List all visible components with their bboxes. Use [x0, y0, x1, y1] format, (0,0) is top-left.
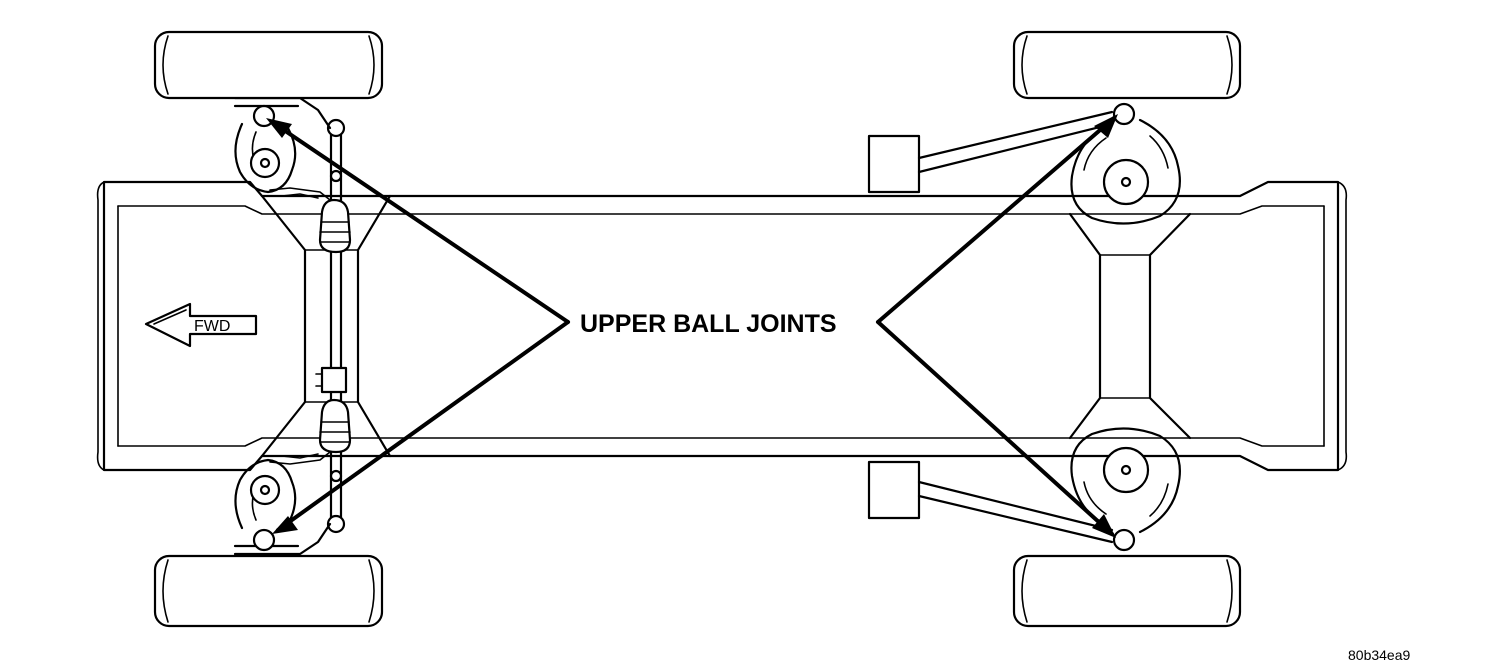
callout-pointers — [266, 114, 1118, 538]
tire-rear-right — [1012, 554, 1242, 628]
figure-reference: 80b34ea9 — [1348, 647, 1411, 663]
arrowhead-rear-top — [1094, 114, 1118, 138]
tire-front-right — [153, 554, 384, 628]
upper-ball-joints-label: UPPER BALL JOINTS — [580, 310, 837, 338]
fwd-label: FWD — [194, 318, 230, 335]
tire-front-left — [153, 30, 384, 100]
arrowhead-front-top — [266, 118, 292, 138]
tires — [153, 30, 1242, 628]
front-suspension — [233, 96, 352, 556]
rear-suspension — [917, 102, 1181, 552]
arrowhead-front-bottom — [272, 516, 298, 534]
fwd-arrow: FWD — [144, 302, 258, 348]
tire-rear-left — [1012, 30, 1242, 100]
arrowhead-rear-bottom — [1092, 514, 1116, 538]
vehicle-frame — [96, 134, 1348, 520]
